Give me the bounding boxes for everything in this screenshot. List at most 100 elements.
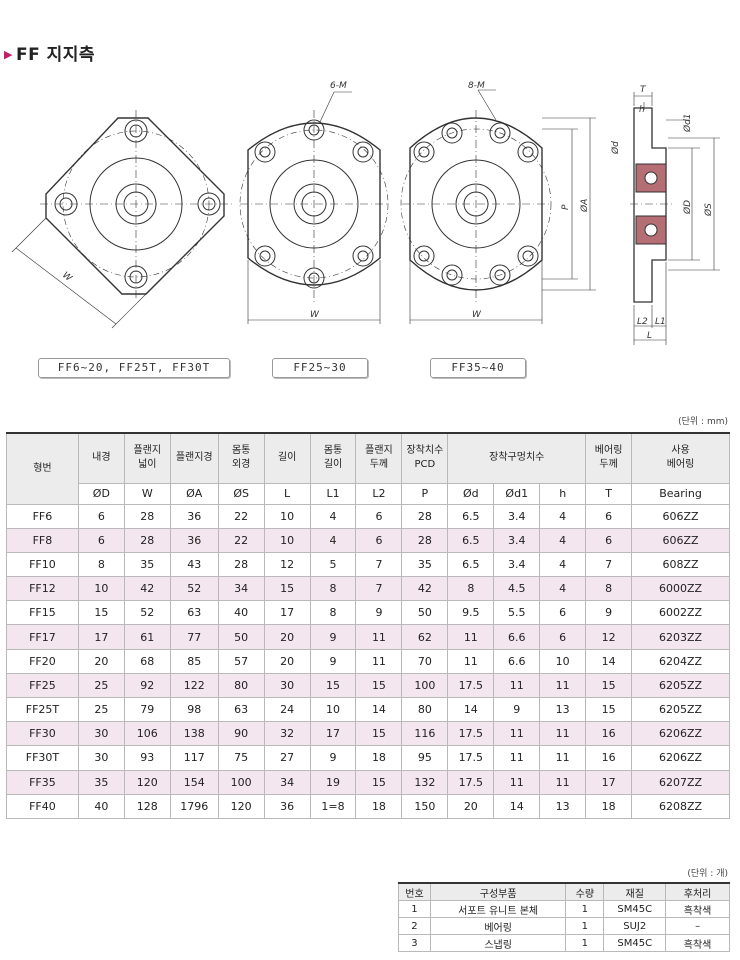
value-cell: 8 xyxy=(309,600,357,626)
value-cell: 20 xyxy=(447,793,495,819)
value-cell: 36 xyxy=(263,793,311,819)
model-cell: FF25 xyxy=(6,672,79,699)
value-cell: 11 xyxy=(493,769,541,795)
value-cell: 93 xyxy=(123,745,171,771)
value-cell: 15 xyxy=(355,769,403,795)
page-title: ▶FF 지지측 xyxy=(4,45,96,65)
value-cell: 52 xyxy=(123,600,171,626)
label-6m: 6-M xyxy=(330,81,347,91)
model-cell: FF6 xyxy=(6,503,79,529)
value-cell: 92 xyxy=(123,672,171,699)
symbol-cell: Ød1 xyxy=(493,482,541,505)
value-cell: 6208ZZ xyxy=(631,793,730,819)
symbol-cell: W xyxy=(123,482,171,505)
value-cell: 34 xyxy=(217,576,265,602)
value-cell: 15 xyxy=(355,721,403,747)
parts-cell: 2 xyxy=(398,917,431,935)
symbol-cell: h xyxy=(539,482,587,505)
header-flange-dia: 플랜지경 xyxy=(169,432,219,484)
model-cell: FF20 xyxy=(6,648,79,674)
value-cell: 17 xyxy=(77,624,125,650)
value-cell: 10 xyxy=(263,527,311,553)
symbol-cell: ØA xyxy=(169,482,219,505)
header-body-od: 몸통 외경 xyxy=(217,432,265,484)
value-cell: 6 xyxy=(77,527,125,553)
value-cell: 9 xyxy=(309,624,357,650)
parts-cell: 1 xyxy=(565,934,605,952)
value-cell: 11 xyxy=(539,745,587,771)
value-cell: 28 xyxy=(401,527,449,553)
value-cell: 3.4 xyxy=(493,551,541,578)
value-cell: 6000ZZ xyxy=(631,576,730,602)
value-cell: 100 xyxy=(401,672,449,699)
value-cell: 20 xyxy=(77,648,125,674)
value-cell: 80 xyxy=(401,696,449,723)
value-cell: 36 xyxy=(169,503,219,529)
value-cell: 15 xyxy=(309,672,357,699)
value-cell: 98 xyxy=(169,696,219,723)
value-cell: 35 xyxy=(77,769,125,795)
value-cell: 16 xyxy=(585,721,633,747)
parts-header-cell: 번호 xyxy=(398,882,431,901)
parts-cell: 1 xyxy=(398,900,431,918)
value-cell: 11 xyxy=(539,769,587,795)
value-cell: 12 xyxy=(263,551,311,578)
value-cell: 9.5 xyxy=(447,600,495,626)
parts-header-cell: 구성부품 xyxy=(429,882,567,901)
value-cell: 57 xyxy=(217,648,265,674)
model-cell: FF25T xyxy=(6,696,79,723)
value-cell: 62 xyxy=(401,624,449,650)
unit-label-mm: (단위 : mm) xyxy=(678,417,728,427)
parts-cell: 1 xyxy=(565,917,605,935)
symbol-cell: L xyxy=(263,482,311,505)
header-flange-width: 플랜지 넓이 xyxy=(123,432,171,484)
value-cell: 6205ZZ xyxy=(631,672,730,699)
value-cell: 25 xyxy=(77,696,125,723)
value-cell: 30 xyxy=(77,745,125,771)
model-cell: FF8 xyxy=(6,527,79,553)
value-cell: 14 xyxy=(355,696,403,723)
value-cell: 154 xyxy=(169,769,219,795)
value-cell: 10 xyxy=(263,503,311,529)
drawing-ff-diamond xyxy=(11,110,232,329)
value-cell: 6.5 xyxy=(447,551,495,578)
value-cell: 7 xyxy=(355,576,403,602)
value-cell: 4 xyxy=(539,503,587,529)
parts-cell: 흑착색 xyxy=(665,900,730,918)
value-cell: 8 xyxy=(447,576,495,602)
value-cell: 22 xyxy=(217,527,265,553)
value-cell: 6 xyxy=(539,600,587,626)
value-cell: 7 xyxy=(355,551,403,578)
caption-ff25-30: FF25~30 xyxy=(272,358,368,378)
value-cell: 14 xyxy=(493,793,541,819)
value-cell: 5.5 xyxy=(493,600,541,626)
value-cell: 19 xyxy=(309,769,357,795)
symbol-cell: L2 xyxy=(355,482,403,505)
technical-drawings: 6-M 8-M W W W P ØA T h Ød1 Ød ØD ØS L2 L… xyxy=(11,81,720,345)
value-cell: 6 xyxy=(539,624,587,650)
label-w1: W xyxy=(60,270,74,284)
value-cell: 10 xyxy=(309,696,357,723)
value-cell: 8 xyxy=(585,576,633,602)
value-cell: 90 xyxy=(217,721,265,747)
value-cell: 11 xyxy=(447,624,495,650)
value-cell: 25 xyxy=(77,672,125,699)
value-cell: 30 xyxy=(77,721,125,747)
header-inner-dia: 내경 xyxy=(77,432,125,484)
value-cell: 42 xyxy=(123,576,171,602)
value-cell: 13 xyxy=(539,793,587,819)
value-cell: 17.5 xyxy=(447,721,495,747)
label-p: P xyxy=(561,204,571,210)
value-cell: 95 xyxy=(401,745,449,771)
label-h: h xyxy=(639,105,645,115)
value-cell: 6.5 xyxy=(447,503,495,529)
value-cell: 28 xyxy=(401,503,449,529)
value-cell: 18 xyxy=(355,793,403,819)
